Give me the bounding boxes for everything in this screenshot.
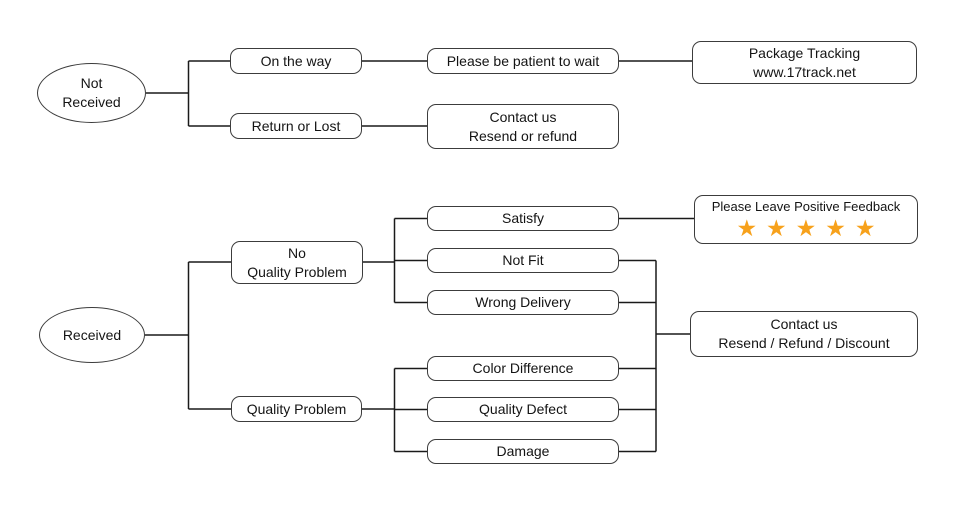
node-label: Contact us: [770, 316, 838, 332]
node-no-quality-problem: No Quality Problem: [231, 241, 363, 284]
node-label: Not Fit: [502, 252, 544, 268]
connector-not-received-branch: [146, 60, 230, 127]
node-label: Satisfy: [501, 210, 544, 226]
node-damage: Damage: [427, 439, 619, 464]
node-contact-us-resend-refund: Contact us Resend or refund: [427, 104, 619, 149]
node-label: Resend or refund: [468, 127, 578, 144]
node-please-be-patient: Please be patient to wait: [427, 48, 619, 74]
node-label: Quality Defect: [479, 401, 567, 417]
node-on-the-way: On the way: [230, 48, 362, 74]
node-label: Damage: [496, 443, 550, 459]
node-label: Please be patient to wait: [446, 52, 600, 69]
node-not-received: Not Received: [37, 63, 146, 123]
node-color-difference: Color Difference: [427, 356, 619, 381]
star-rating-icons: ★★★★★: [736, 215, 885, 241]
node-label: Return or Lost: [251, 117, 341, 134]
node-label: No: [288, 244, 306, 261]
node-label: On the way: [260, 52, 332, 69]
node-tracking-url: www.17track.net: [753, 63, 856, 80]
connector-received-branch: [145, 261, 231, 410]
node-label: Please Leave Positive Feedback: [711, 199, 901, 214]
node-return-or-lost: Return or Lost: [230, 113, 362, 139]
connector-on-the-way-chain: [362, 60, 692, 127]
node-label: Quality Problem: [247, 263, 347, 280]
node-label: Package Tracking: [748, 44, 861, 61]
node-label: Received: [62, 94, 121, 110]
node-label: Contact us: [489, 108, 557, 125]
node-wrong-delivery: Wrong Delivery: [427, 290, 619, 315]
node-satisfy: Satisfy: [427, 206, 619, 231]
connector-no-quality-branch: [363, 217, 427, 304]
node-label: Quality Problem: [246, 400, 347, 417]
node-label: Received: [62, 326, 122, 343]
connector-issues-to-contact: [619, 259, 690, 453]
node-quality-problem: Quality Problem: [231, 396, 362, 422]
node-package-tracking: Package Tracking www.17track.net: [692, 41, 917, 84]
node-quality-defect: Quality Defect: [427, 397, 619, 422]
node-contact-us-resend-refund-discount: Contact us Resend / Refund / Discount: [690, 311, 918, 357]
node-label: Not: [80, 75, 103, 91]
node-label: Color Difference: [472, 360, 574, 376]
node-label: Resend / Refund / Discount: [718, 335, 890, 351]
node-not-fit: Not Fit: [427, 248, 619, 273]
node-label: Wrong Delivery: [475, 294, 571, 310]
node-positive-feedback: Please Leave Positive Feedback ★★★★★: [694, 195, 918, 244]
node-received: Received: [39, 307, 145, 363]
connector-quality-branch: [362, 367, 427, 453]
